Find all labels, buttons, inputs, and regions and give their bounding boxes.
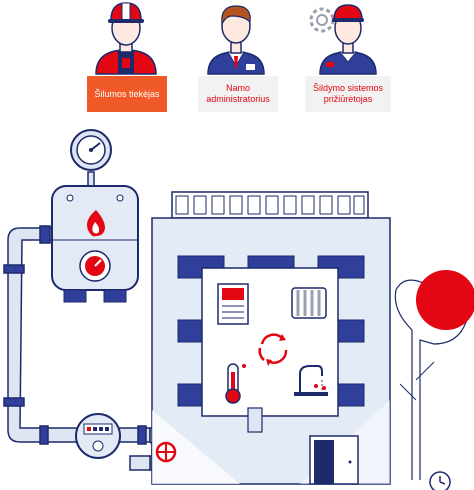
tree-icon bbox=[394, 270, 474, 480]
helmet-worker-icon bbox=[95, 2, 157, 75]
boiler bbox=[51, 129, 139, 303]
boiler-tank-icon bbox=[217, 283, 249, 325]
role-label-heating-system-maintainer[interactable]: Šildymo sistemos prižiūrėtojas bbox=[305, 76, 391, 112]
thermometer-icon bbox=[225, 363, 246, 404]
administrator-icon bbox=[207, 5, 265, 75]
door-icon bbox=[309, 435, 359, 485]
cycle-arrows-icon bbox=[258, 333, 288, 366]
valve-icon bbox=[155, 441, 177, 463]
role-label-text: Šildymo sistemos prižiūrėtojas bbox=[312, 83, 384, 104]
role-label-heat-supplier[interactable]: Šilumos tiekėjas bbox=[87, 76, 167, 112]
water-meter-icon bbox=[75, 413, 121, 459]
faucet-icon bbox=[294, 365, 328, 396]
role-label-building-administrator[interactable]: Namo administratorius bbox=[198, 76, 278, 112]
maintainer-gear-icon bbox=[309, 4, 377, 75]
flame-icon bbox=[87, 210, 105, 237]
thermostat-dial-icon bbox=[79, 250, 111, 282]
building bbox=[151, 191, 391, 485]
radiator-icon bbox=[291, 287, 327, 319]
pressure-gauge-icon bbox=[70, 129, 112, 171]
role-label-text: Namo administratorius bbox=[206, 83, 270, 104]
role-label-text: Šilumos tiekėjas bbox=[94, 88, 160, 99]
clock-icon bbox=[429, 471, 451, 490]
